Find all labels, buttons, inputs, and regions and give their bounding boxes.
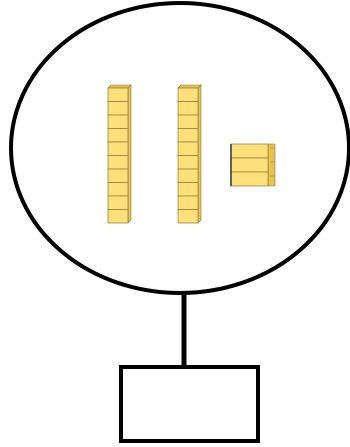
tens-rod: [177, 84, 202, 224]
answer-box[interactable]: [119, 365, 260, 443]
rod-unit: [177, 128, 199, 143]
rod-unit: [107, 195, 129, 210]
rod-unit: [107, 155, 129, 170]
ones-cube: [230, 143, 269, 159]
ones-stack: [230, 143, 276, 187]
rod-unit: [177, 195, 199, 210]
rod-side: [197, 84, 202, 224]
rod-unit: [107, 141, 129, 156]
rod-unit: [177, 87, 199, 102]
group-circle: [9, 1, 350, 295]
rod-unit: [177, 114, 199, 129]
rod-unit: [107, 114, 129, 129]
base-ten-blocks: [107, 84, 276, 224]
rod-unit: [177, 101, 199, 116]
rod-unit: [177, 182, 199, 197]
group-circle-shape: [9, 1, 350, 295]
ones-side: [267, 143, 276, 187]
tens-rod: [107, 84, 132, 224]
rod-unit: [177, 168, 199, 183]
rod-unit: [107, 101, 129, 116]
rod-unit: [177, 155, 199, 170]
rod-unit: [107, 128, 129, 143]
ones-cube: [230, 157, 269, 173]
rod-top: [177, 84, 202, 89]
rod-unit: [177, 209, 199, 224]
rod-unit: [107, 182, 129, 197]
rod-side: [127, 84, 132, 224]
rod-unit: [107, 87, 129, 102]
rod-top: [107, 84, 132, 89]
rod-unit: [107, 168, 129, 183]
rod-unit: [177, 141, 199, 156]
ones-cube: [230, 171, 269, 187]
rod-unit: [107, 209, 129, 224]
